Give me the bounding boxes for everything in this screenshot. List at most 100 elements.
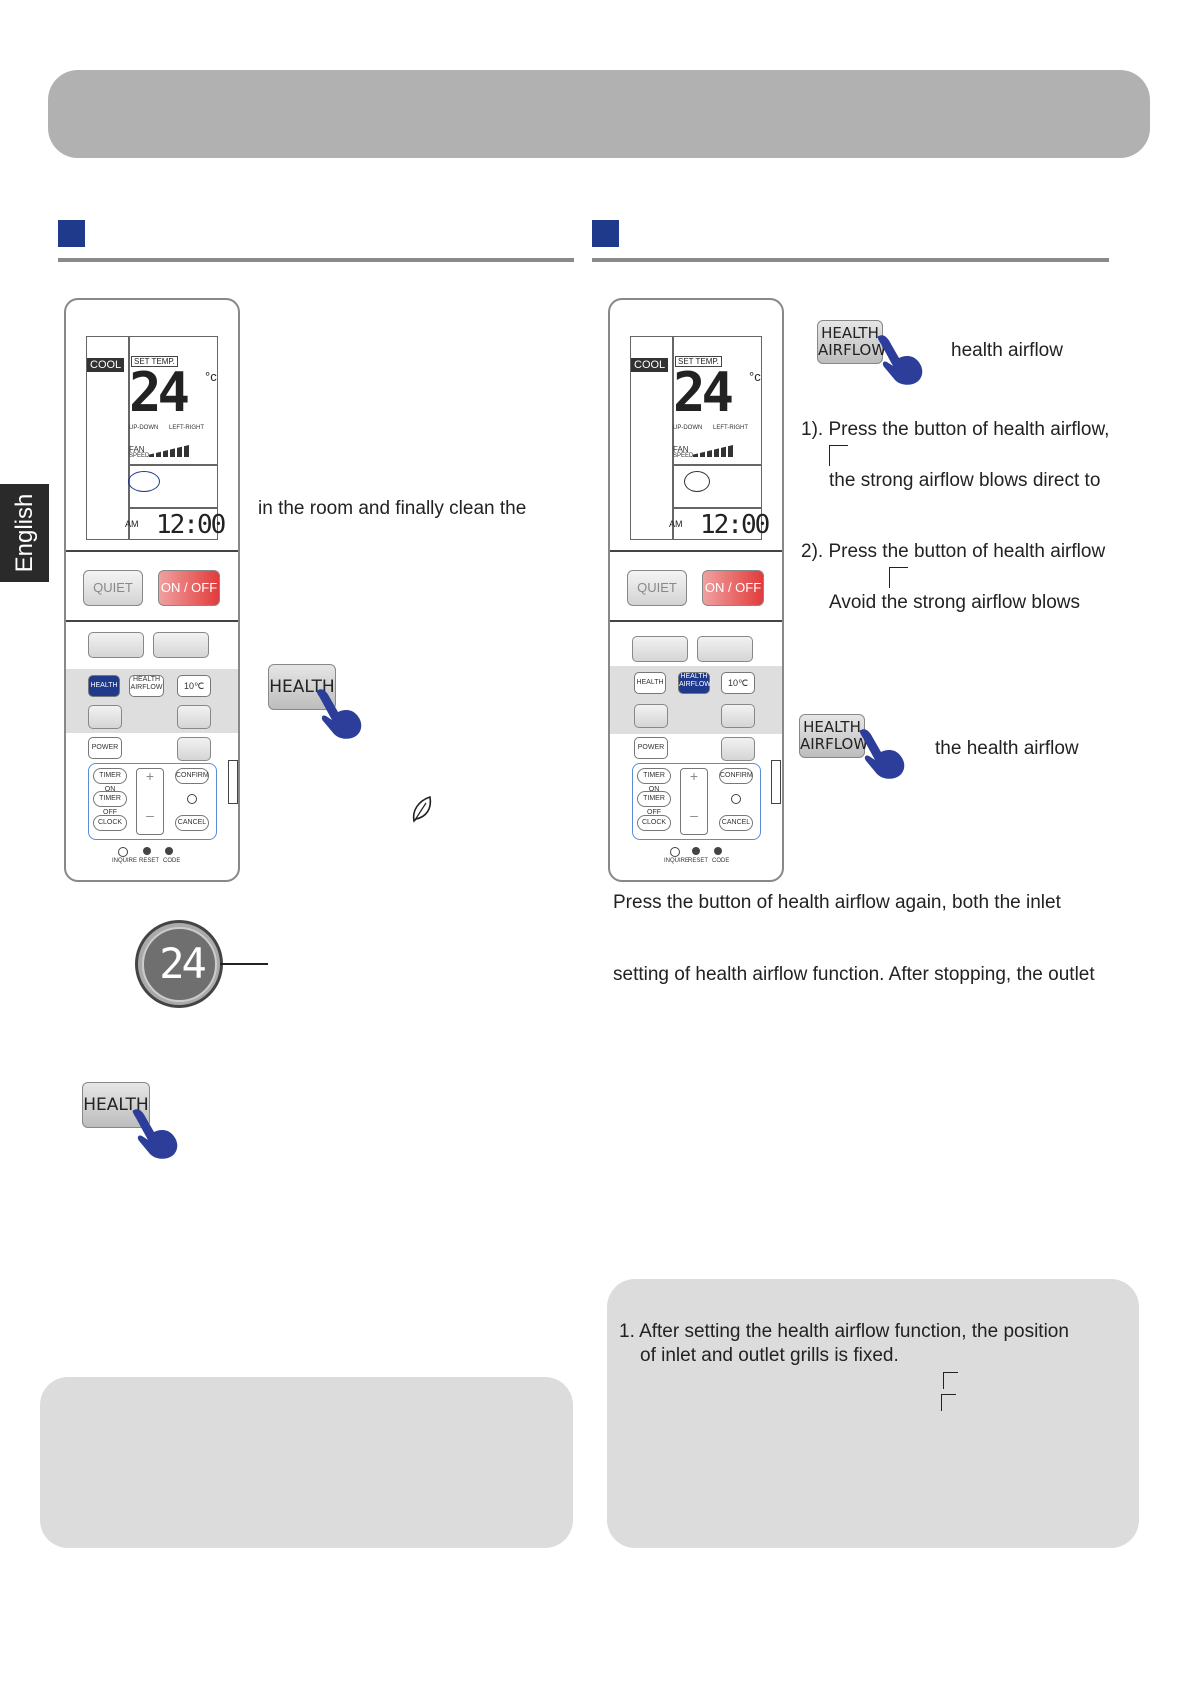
- left-section-marker: [58, 220, 85, 247]
- health-button-right[interactable]: HEALTH: [634, 672, 666, 694]
- leaf-icon: [412, 795, 432, 823]
- light-button-right[interactable]: [721, 737, 755, 761]
- inlet-grill-icon: [889, 567, 908, 588]
- updown-label-right: UP-DOWN: [673, 425, 703, 431]
- health-leaf-icon: [128, 471, 160, 492]
- power-button[interactable]: POWER: [88, 737, 122, 759]
- indicator-dot: [187, 794, 197, 804]
- fan-speed-label-right: SPEED: [673, 453, 694, 459]
- pointing-hand-icon-3: [877, 335, 923, 385]
- battery-latch: [228, 760, 238, 804]
- clock-button[interactable]: CLOCK: [93, 815, 127, 831]
- code-label: CODE: [163, 858, 181, 864]
- pointing-hand-icon: [316, 689, 362, 739]
- ten-degree-button-right[interactable]: 10℃: [721, 672, 755, 694]
- timer-panel: TIMER ON TIMER OFF CLOCK +– CONFIRM CANC…: [88, 763, 217, 840]
- right-section-marker: [592, 220, 619, 247]
- fan-button[interactable]: [153, 632, 209, 658]
- mode-button-right[interactable]: [632, 636, 688, 662]
- inquire-button[interactable]: [118, 847, 128, 857]
- am-label-right: AM: [669, 519, 683, 529]
- lcd-clock: 12:00: [156, 510, 226, 540]
- plus-minus-rocker-right[interactable]: +–: [680, 768, 708, 835]
- plus-minus-rocker[interactable]: +–: [136, 768, 164, 835]
- step2-line1: 2). Press the button of health airflow: [801, 541, 1106, 562]
- left-section-rule: [58, 258, 574, 262]
- swing-button[interactable]: [177, 705, 211, 729]
- mode-indicator: COOL: [87, 358, 125, 372]
- mode-indicator-right: COOL: [631, 358, 669, 372]
- language-tab[interactable]: English: [0, 484, 49, 582]
- reset-button[interactable]: [143, 847, 151, 855]
- top-caption: health airflow: [951, 340, 1063, 361]
- bottom-caption: the health airflow: [935, 738, 1079, 759]
- inquire-button-right[interactable]: [670, 847, 680, 857]
- leftright-label: LEFT-RIGHT: [169, 425, 205, 431]
- lcd-display: COOL SET TEMP. 24 °c UP-DOWN LEFT-RIGHT …: [86, 336, 226, 540]
- sleep-button[interactable]: [88, 705, 122, 729]
- on-off-button[interactable]: ON / OFF: [158, 570, 220, 606]
- header-banner: [48, 70, 1150, 158]
- quiet-button[interactable]: QUIET: [83, 570, 143, 606]
- health-press-button[interactable]: HEALTH: [268, 664, 336, 710]
- code-button-right[interactable]: [714, 847, 722, 855]
- updown-label: UP-DOWN: [129, 425, 159, 431]
- confirm-button-right[interactable]: CONFIRM: [719, 768, 753, 784]
- lcd-temperature: 24: [129, 361, 190, 424]
- inquire-label: INQUIRE: [112, 858, 138, 864]
- timer-on-button[interactable]: TIMER ON: [93, 768, 127, 793]
- reset-label: RESET: [139, 858, 160, 864]
- knob-display: 24: [159, 939, 207, 988]
- ten-degree-button[interactable]: 10℃: [177, 675, 211, 697]
- lcd-clock-right: 12:00: [700, 510, 770, 540]
- health-button[interactable]: HEALTH: [88, 675, 120, 697]
- on-off-button-right[interactable]: ON / OFF: [702, 570, 764, 606]
- code-button[interactable]: [165, 847, 173, 855]
- battery-latch-right: [771, 760, 781, 804]
- timer-on-button-right[interactable]: TIMER ON: [637, 768, 671, 793]
- lcd-unit: °c: [205, 369, 217, 384]
- fan-button-right[interactable]: [697, 636, 753, 662]
- mode-button[interactable]: [88, 632, 144, 658]
- timer-off-button[interactable]: TIMER OFF: [93, 791, 127, 816]
- clock-button-right[interactable]: CLOCK: [637, 815, 671, 831]
- outlet-grill-icon-small: [941, 1394, 956, 1411]
- code-label-right: CODE: [712, 858, 730, 864]
- swing-button-right[interactable]: [721, 704, 755, 728]
- light-button[interactable]: [177, 737, 211, 761]
- timer-panel-right: TIMER ON TIMER OFF CLOCK +– CONFIRM CANC…: [632, 763, 761, 840]
- reset-button-right[interactable]: [692, 847, 700, 855]
- right-note-box: 1. After setting the health airflow func…: [607, 1279, 1139, 1548]
- note-line2: of inlet and outlet grills is fixed.: [640, 1345, 899, 1366]
- callout-line: [220, 963, 268, 965]
- lcd-unit-right: °c: [749, 369, 761, 384]
- quiet-button-right[interactable]: QUIET: [627, 570, 687, 606]
- health-press-button-2[interactable]: HEALTH: [82, 1082, 150, 1128]
- fan-label-right: FAN: [673, 445, 689, 454]
- fan-speed-bars-icon: [149, 445, 189, 457]
- fan-speed-label: SPEED: [129, 453, 150, 459]
- inquire-label-right: INQUIRE: [664, 858, 690, 864]
- set-temp-label: SET TEMP.: [131, 356, 178, 367]
- cancel-button[interactable]: CANCEL: [175, 815, 209, 831]
- timer-off-button-right[interactable]: TIMER OFF: [637, 791, 671, 816]
- power-button-right[interactable]: POWER: [634, 737, 668, 759]
- fan-speed-bars-icon-right: [693, 445, 733, 457]
- am-label: AM: [125, 519, 139, 529]
- reset-label-right: RESET: [688, 858, 709, 864]
- right-section-rule: [592, 258, 1109, 262]
- temperature-knob: 24: [135, 920, 223, 1008]
- lcd-display-right: COOL SET TEMP. 24 °c UP-DOWN LEFT-RIGHT …: [630, 336, 770, 540]
- leftright-label-right: LEFT-RIGHT: [713, 425, 749, 431]
- again-line1: Press the button of health airflow again…: [613, 892, 1061, 913]
- sleep-button-right[interactable]: [634, 704, 668, 728]
- pointing-hand-icon-4: [859, 729, 905, 779]
- cancel-button-right[interactable]: CANCEL: [719, 815, 753, 831]
- fan-label: FAN: [129, 445, 145, 454]
- again-line2: setting of health airflow function. Afte…: [613, 964, 1095, 985]
- confirm-button[interactable]: CONFIRM: [175, 768, 209, 784]
